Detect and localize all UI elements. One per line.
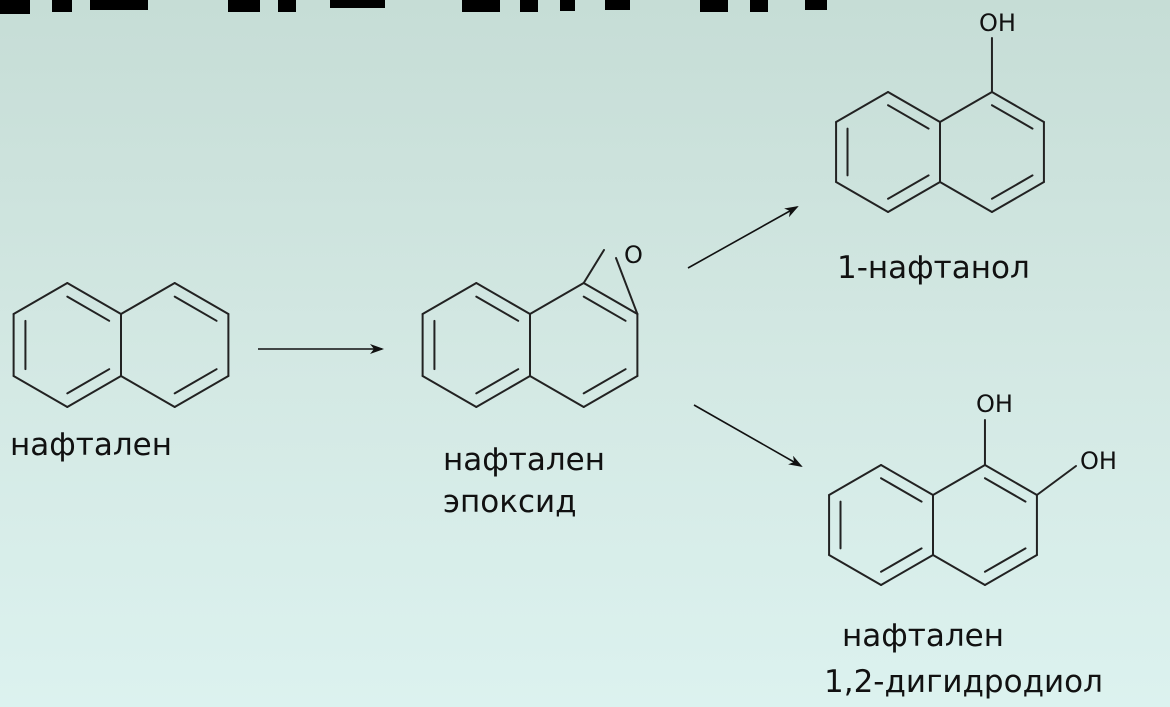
double-bond	[990, 104, 1034, 130]
ring-bond	[880, 464, 934, 496]
epoxide-label-line1: нафтален	[443, 442, 605, 478]
hydroxyl-bond	[1035, 465, 1077, 496]
double-bond	[880, 547, 923, 573]
naphthalene-structure	[12, 282, 230, 408]
dihydrodiol-label-line2: 1,2-дигидродиол	[824, 664, 1103, 700]
double-bond	[475, 295, 520, 322]
double-bond	[66, 295, 111, 322]
ring-bond	[932, 464, 986, 496]
naphthalene-epoxide-structure	[421, 249, 639, 408]
ring-bond	[582, 375, 639, 408]
double-bond	[173, 295, 218, 322]
ring-bond	[173, 282, 230, 315]
double-bond	[475, 368, 520, 395]
double-bond	[582, 368, 627, 395]
ring-bond	[939, 181, 993, 213]
ring-bond	[475, 375, 531, 408]
double-bond	[887, 104, 930, 130]
double-bond	[66, 368, 111, 395]
ring-bond	[828, 464, 883, 496]
ring-bond	[887, 91, 941, 123]
ring-bond	[582, 282, 639, 315]
ring-bond	[939, 91, 993, 123]
double-bond	[880, 477, 923, 503]
ring-bond	[421, 282, 478, 315]
naphthol-label: 1-нафтанол	[837, 250, 1030, 286]
dihydrodiol-hydroxyl-atom-2: OH	[1080, 447, 1117, 475]
ring-bond	[983, 554, 1038, 586]
naphthol-structure	[835, 37, 1045, 213]
double-bond	[173, 368, 218, 395]
ring-bond	[887, 181, 941, 213]
ring-bond	[66, 282, 122, 315]
dihydrodiol-structure	[828, 419, 1077, 586]
ring-bond	[990, 91, 1045, 123]
ring-bond	[120, 282, 176, 315]
double-bond	[983, 547, 1027, 573]
ring-bond	[529, 375, 585, 408]
double-bond	[887, 174, 930, 200]
naphthol-hydroxyl-atom: OH	[979, 9, 1016, 37]
ring-bond	[828, 554, 883, 586]
epoxide-bond	[615, 257, 639, 315]
dihydrodiol-label-line1: нафтален	[842, 618, 1004, 654]
ring-bond	[990, 181, 1045, 213]
double-bond	[582, 295, 627, 322]
ring-bond	[66, 375, 122, 408]
ring-bond	[932, 554, 986, 586]
epoxide-label-line2: эпоксид	[443, 484, 577, 520]
cropped-title-fragment	[0, 0, 827, 14]
ring-bond	[880, 554, 934, 586]
ring-bond	[835, 91, 890, 123]
ring-bond	[421, 375, 478, 408]
ring-bond	[475, 282, 531, 315]
ring-bond	[12, 282, 69, 315]
double-bond	[990, 174, 1034, 200]
dihydrodiol-hydroxyl-atom-1: OH	[976, 390, 1013, 418]
ring-bond	[529, 282, 585, 315]
reaction-arrow-to-dihydrodiol	[693, 404, 803, 467]
epoxide-oxygen-atom: O	[624, 241, 643, 269]
ring-bond	[173, 375, 230, 408]
ring-bond	[120, 375, 176, 408]
ring-bond	[12, 375, 69, 408]
reaction-arrow-to-naphthol	[687, 206, 799, 269]
ring-bond	[983, 464, 1038, 496]
naphthalene-label: нафтален	[10, 427, 172, 463]
double-bond	[983, 477, 1027, 503]
epoxide-bond	[582, 249, 605, 284]
ring-bond	[835, 181, 890, 213]
